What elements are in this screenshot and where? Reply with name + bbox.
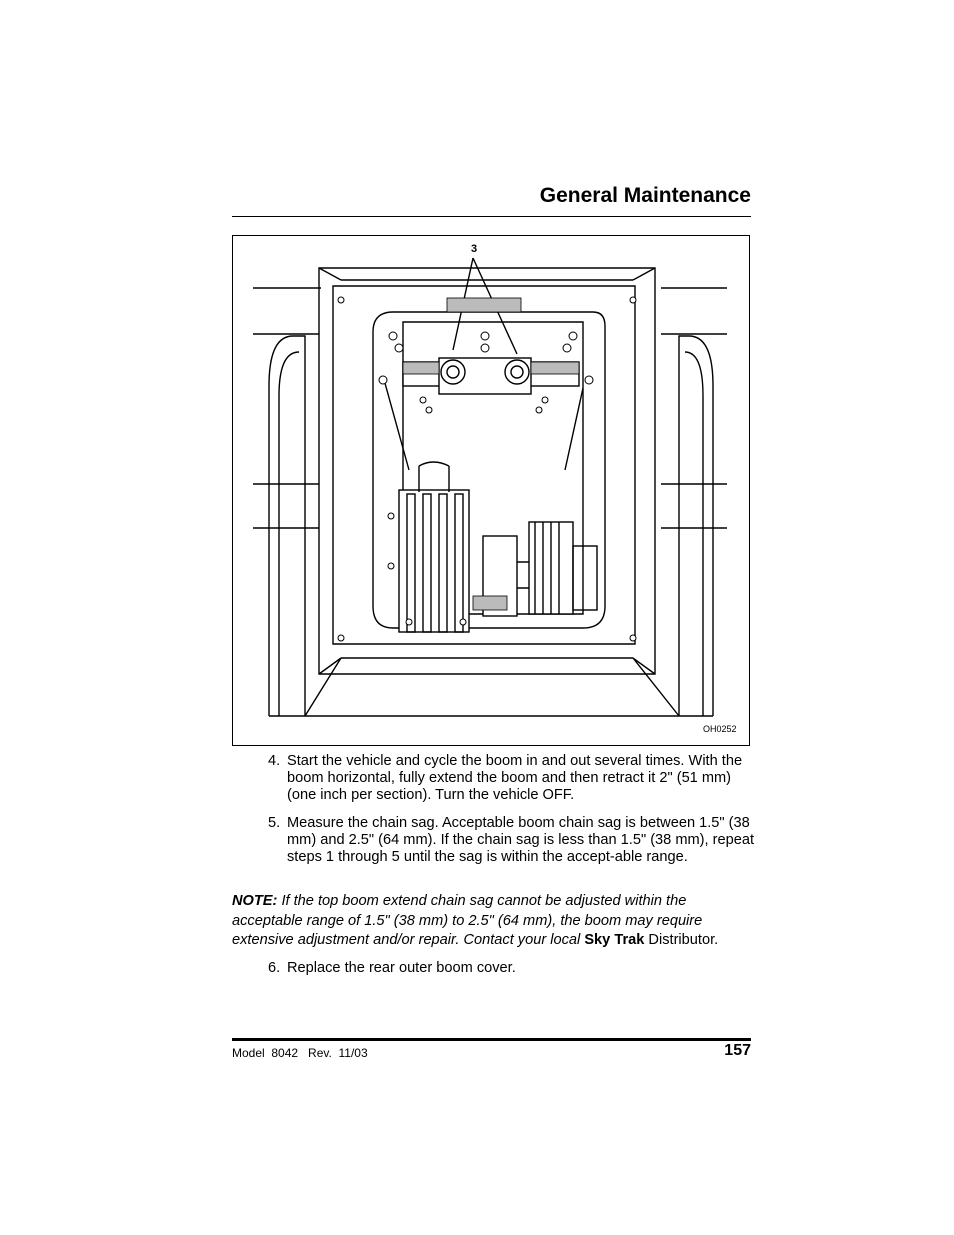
- step-4: 4. Start the vehicle and cycle the boom …: [268, 753, 754, 804]
- step-number: 4.: [268, 753, 281, 769]
- note-paragraph: NOTE: If the top boom extend chain sag c…: [232, 892, 754, 951]
- step-text: Start the vehicle and cycle the boom in …: [287, 753, 743, 803]
- note-label: NOTE:: [232, 893, 278, 909]
- footer-model-revision: Model 8042 Rev. 11/03: [232, 1046, 368, 1060]
- page-number: 157: [724, 1042, 751, 1059]
- header-rule: [232, 216, 751, 217]
- figure-code: OH0252: [703, 724, 737, 734]
- footer-rule: [232, 1038, 751, 1041]
- step-6: 6. Replace the rear outer boom cover.: [268, 960, 754, 977]
- boom-diagram-figure: 3 OH0252: [232, 235, 750, 746]
- note-text-before: If the top boom extend chain sag cannot …: [232, 893, 703, 948]
- callout-label: 3: [471, 243, 477, 255]
- step-number: 6.: [268, 960, 281, 976]
- step-number: 5.: [268, 815, 281, 831]
- step-text: Replace the rear outer boom cover.: [287, 960, 516, 976]
- note-text-after: Distributor.: [644, 932, 719, 948]
- note-brand: Sky Trak: [584, 932, 645, 948]
- step-5: 5. Measure the chain sag. Acceptable boo…: [268, 815, 754, 866]
- boom-diagram: 3 OH0252: [253, 243, 737, 734]
- step-text: Measure the chain sag. Acceptable boom c…: [287, 815, 755, 865]
- section-title: General Maintenance: [539, 184, 751, 207]
